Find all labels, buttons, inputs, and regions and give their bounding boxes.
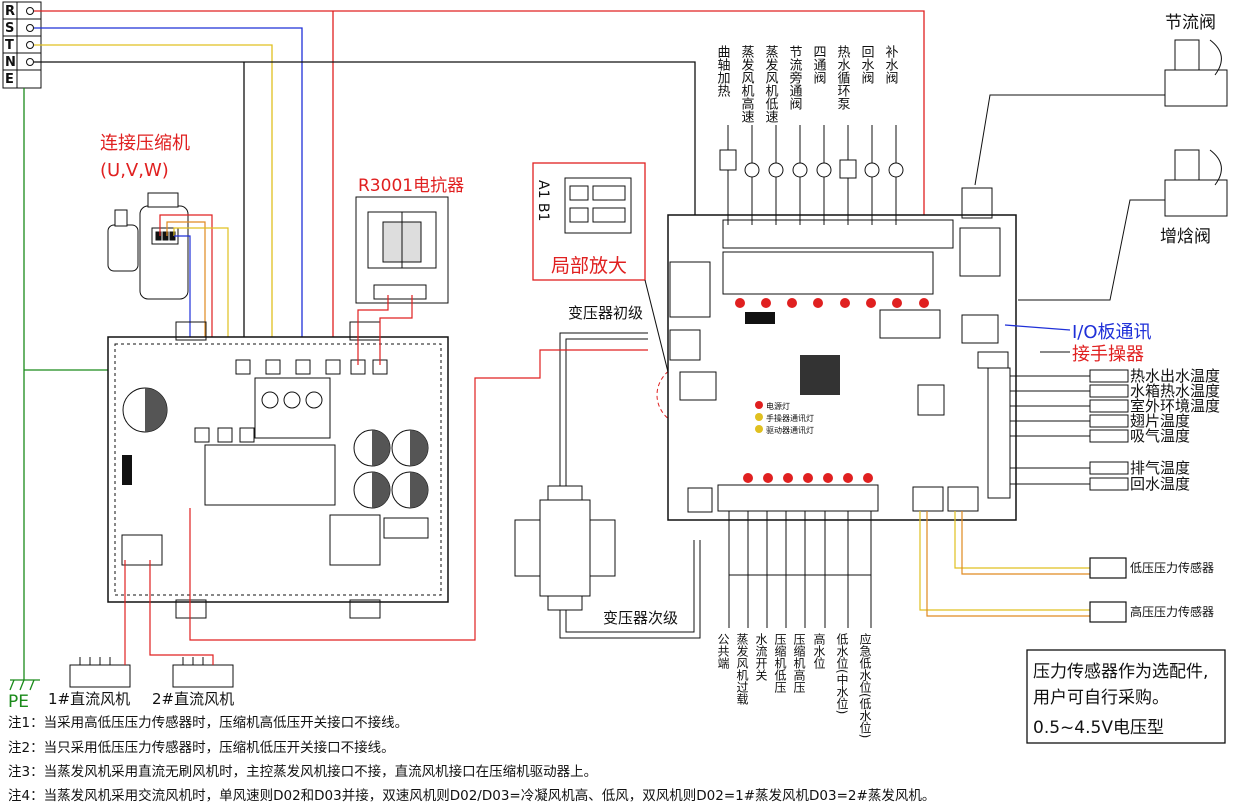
temp-sensor-wires bbox=[1010, 369, 1129, 491]
input-compressor-high-pressure: 压缩机高压 bbox=[792, 633, 806, 693]
note-4: 注4：当蒸发风机采用交流风机时，单风速则D02和D03并接，双速风机则D02/D… bbox=[8, 787, 935, 804]
compressor-label-line2: (U,V,W) bbox=[100, 160, 169, 181]
note-1: 注1：当采用高低压压力传感器时，压缩机高低压开关接口不接线。 bbox=[8, 714, 408, 731]
throttle-valve-wire bbox=[974, 94, 1165, 186]
led-power-label: 电源灯 bbox=[766, 401, 790, 411]
reactor-wire bbox=[357, 295, 389, 365]
temp-hot-water-out: 热水出水温度 bbox=[1130, 367, 1220, 385]
low-pressure-sensor-label: 低压压力传感器 bbox=[1130, 560, 1214, 575]
note-box-line-3: 0.5~4.5V电压型 bbox=[1033, 718, 1164, 738]
dc-fan-2-label: 2#直流风机 bbox=[152, 690, 234, 708]
transformer-icon bbox=[514, 485, 616, 611]
note-box bbox=[1026, 649, 1226, 744]
terminal-r-label: R bbox=[5, 4, 15, 19]
output-return-valve: 回水阀 bbox=[859, 45, 875, 84]
output-four-way-valve: 四通阀 bbox=[811, 45, 827, 84]
controller-conn-label: 接手操器 bbox=[1072, 344, 1144, 365]
temp-fin: 翅片温度 bbox=[1130, 412, 1190, 430]
input-water-flow-switch: 水流开关 bbox=[754, 633, 768, 681]
transformer-wires bbox=[559, 332, 701, 639]
enthalpy-valve-icon bbox=[1164, 149, 1228, 217]
output-evap-fan-low: 蒸发风机低速 bbox=[763, 45, 779, 123]
transformer-primary-label: 变压器初级 bbox=[568, 304, 643, 322]
output-hot-water-pump: 热水循环泵 bbox=[835, 45, 851, 110]
reactor-icon bbox=[355, 196, 449, 304]
pressure-sensor-wires bbox=[919, 511, 1127, 623]
temp-return-water: 回水温度 bbox=[1130, 475, 1190, 493]
main-control-board bbox=[667, 214, 1017, 521]
led-controller-comm-label: 手操器通讯灯 bbox=[766, 413, 814, 423]
throttle-valve-label: 节流阀 bbox=[1165, 13, 1216, 33]
input-low-water-level: 低水位(中水位) bbox=[835, 633, 849, 715]
dc-fan-1-label: 1#直流风机 bbox=[48, 690, 130, 708]
output-evap-fan-high: 蒸发风机高速 bbox=[739, 45, 755, 123]
board-supply-wire bbox=[189, 349, 648, 641]
temp-tank-hot-water: 水箱热水温度 bbox=[1130, 382, 1220, 400]
input-evap-fan-overload: 蒸发风机过载 bbox=[735, 633, 749, 706]
output-throttle-bypass: 节流旁通阀 bbox=[787, 45, 803, 110]
input-common: 公共端 bbox=[716, 633, 730, 670]
zoom-box bbox=[532, 162, 646, 281]
power-wires bbox=[23, 10, 925, 680]
dc-fan-2-icon bbox=[172, 657, 234, 688]
reactor-wire-2 bbox=[379, 295, 413, 365]
enthalpy-valve-label: 增焓阀 bbox=[1160, 227, 1211, 247]
reactor-label: R3001电抗器 bbox=[358, 176, 464, 196]
compressor-drive-board bbox=[107, 321, 449, 619]
bottom-input-wires bbox=[728, 511, 872, 628]
note-box-line-1: 压力传感器作为选配件, bbox=[1033, 662, 1208, 682]
top-output-wires bbox=[719, 125, 904, 225]
io-comm-label: I/O板通讯 bbox=[1072, 322, 1152, 343]
note-2: 注2：当只采用低压压力传感器时，压缩机低压开关接口不接线。 bbox=[8, 739, 395, 756]
input-emergency-low-water: 应急低水位(低水位) bbox=[858, 632, 872, 739]
enthalpy-valve-wire bbox=[1018, 199, 1165, 301]
note-3: 注3：当蒸发风机采用直流无刷风机时，主控蒸发风机接口不接，直流风机接口在压缩机驱… bbox=[8, 763, 597, 780]
terminal-t-label: T bbox=[5, 38, 14, 53]
temp-suction: 吸气温度 bbox=[1130, 427, 1190, 445]
ground-label: PE bbox=[8, 692, 29, 712]
terminal-n-label: N bbox=[5, 55, 16, 70]
high-pressure-sensor-label: 高压压力传感器 bbox=[1130, 604, 1214, 619]
compressor-label-line1: 连接压缩机 bbox=[100, 133, 190, 154]
zoom-switch-text: A1 B1 bbox=[535, 180, 551, 221]
temp-discharge: 排气温度 bbox=[1130, 459, 1190, 477]
note-box-line-2: 用户可自行采购。 bbox=[1033, 688, 1169, 708]
input-high-water-level: 高水位 bbox=[812, 632, 826, 669]
led-driver-comm-label: 驱动器通讯灯 bbox=[766, 425, 814, 435]
temp-outdoor-ambient: 室外环境温度 bbox=[1130, 397, 1220, 415]
terminal-e-label: E bbox=[5, 72, 14, 87]
compressor-icon bbox=[107, 192, 189, 300]
input-compressor-low-pressure: 压缩机低压 bbox=[773, 633, 787, 693]
output-refill-valve: 补水阀 bbox=[883, 45, 899, 84]
dc-fan-1-icon bbox=[69, 657, 131, 688]
terminal-s-label: S bbox=[5, 21, 14, 36]
output-crank-heating: 曲轴加热 bbox=[715, 45, 731, 97]
zoom-label: 局部放大 bbox=[551, 255, 627, 277]
fan-wires-2 bbox=[149, 560, 214, 665]
transformer-secondary-label: 变压器次级 bbox=[603, 609, 678, 627]
ground-symbol bbox=[9, 679, 40, 691]
throttle-valve-icon bbox=[1164, 39, 1228, 107]
